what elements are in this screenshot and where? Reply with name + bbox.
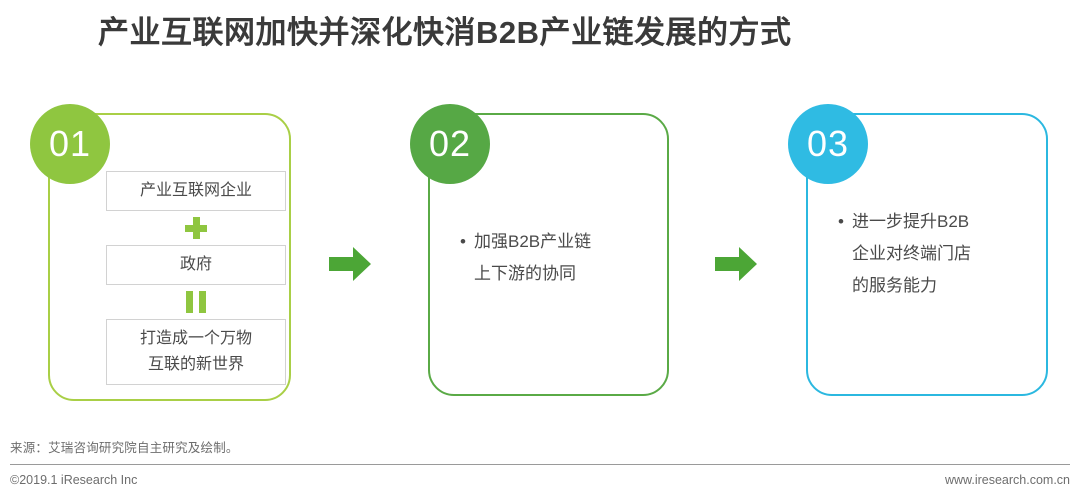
step-01-stack: 产业互联网企业 政府 打造成一个万物 互联的新世界: [106, 171, 286, 385]
step-01-box-1: 产业互联网企业: [106, 171, 286, 211]
copyright-text: ©2019.1 iResearch Inc: [10, 473, 138, 487]
arrow-right-icon-1: [329, 246, 371, 282]
step-02-bullet-text: 加强B2B产业链 上下游的协同: [474, 232, 592, 283]
equals-operator: [186, 285, 206, 319]
bullet-point-icon: •: [460, 232, 466, 251]
source-note: 来源：艾瑞咨询研究院自主研究及绘制。: [10, 441, 239, 455]
plus-icon: [185, 217, 207, 239]
step-03-bullet: • 进一步提升B2B 企业对终端门店 的服务能力: [838, 206, 1043, 302]
step-card-01: 产业互联网企业 政府 打造成一个万物 互联的新世界: [48, 113, 291, 401]
equals-icon: [186, 291, 206, 313]
step-badge-01: 01: [30, 104, 110, 184]
step-badge-02: 02: [410, 104, 490, 184]
step-badge-03: 03: [788, 104, 868, 184]
step-02-bullet: • 加强B2B产业链 上下游的协同: [460, 226, 660, 290]
arrow-right-icon-2: [715, 246, 757, 282]
website-url: www.iresearch.com.cn: [944, 473, 1070, 487]
page-title: 产业互联网加快并深化快消B2B产业链发展的方式: [98, 15, 792, 50]
footer-divider: [10, 464, 1070, 465]
step-03-bullet-text: 进一步提升B2B 企业对终端门店 的服务能力: [852, 212, 971, 295]
step-01-box-2: 政府: [106, 245, 286, 285]
step-01-box-3: 打造成一个万物 互联的新世界: [106, 319, 286, 385]
bullet-point-icon: •: [838, 212, 844, 231]
plus-operator: [185, 211, 207, 245]
